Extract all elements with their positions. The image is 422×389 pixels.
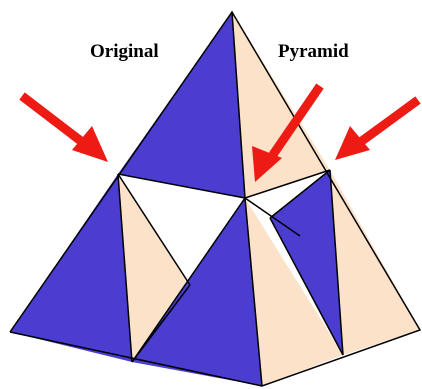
left-base-edge xyxy=(131,284,191,363)
front-ridge-edge xyxy=(244,197,263,387)
arrow-right-icon xyxy=(335,96,421,160)
arrow-left-icon xyxy=(19,92,108,162)
top-pyramid-left-face xyxy=(118,12,245,198)
right-base-edge xyxy=(269,217,344,356)
arrow-middle-icon xyxy=(252,83,324,182)
pyramid-label: Pyramid xyxy=(278,41,349,62)
outer-outline xyxy=(9,10,422,387)
top-pyramid-right-face xyxy=(232,12,330,198)
mid-right-edge xyxy=(244,169,331,199)
top-ridge-edge xyxy=(231,11,246,199)
bottom-right-pyramid-left-face xyxy=(270,170,343,355)
bottom-front-pyramid-right-face xyxy=(245,198,343,386)
front-right-edge xyxy=(244,197,301,237)
right-inner-ridge xyxy=(329,169,344,356)
hollow-opening-left xyxy=(118,174,245,285)
bottom-front-pyramid-left-face xyxy=(132,198,262,386)
original-label: Original xyxy=(90,41,159,62)
left-inner-ridge xyxy=(117,173,133,363)
bottom-right-pyramid-right-face xyxy=(330,170,420,355)
mid-left-edge xyxy=(117,173,246,199)
front-left-edge xyxy=(131,197,246,363)
bottom-left-pyramid-right-face xyxy=(118,174,190,362)
left-inner-diagonal xyxy=(117,173,191,286)
edge-lines xyxy=(9,10,422,387)
red-arrows xyxy=(19,83,421,182)
right-inner-left-edge xyxy=(269,169,331,219)
bottom-left-pyramid-left-face xyxy=(10,174,132,362)
